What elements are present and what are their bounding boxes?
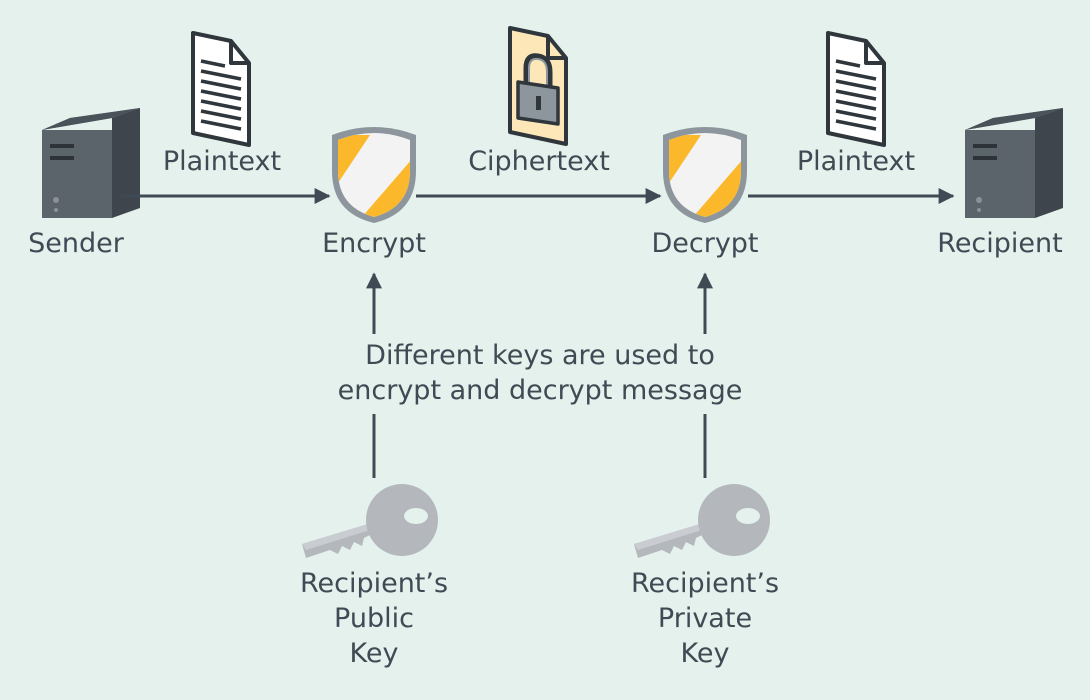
note-line-2: encrypt and decrypt message <box>337 375 743 406</box>
public-key-label-line-3: Key <box>349 638 399 669</box>
encrypt-shield-icon <box>332 127 416 223</box>
public-key-icon <box>302 484 438 558</box>
encrypt-label: Encrypt <box>322 228 426 259</box>
recipient-server-icon <box>965 108 1063 218</box>
private-key-label-line-3: Key <box>680 638 730 669</box>
sender-server-icon <box>42 108 140 218</box>
private-key-icon <box>634 484 770 558</box>
plaintext-out-label: Plaintext <box>796 146 916 177</box>
plaintext-document-icon <box>191 31 251 147</box>
plaintext-document-icon-out <box>826 31 886 147</box>
public-key-label-line-1: Recipient’s <box>299 568 449 599</box>
recipient-label: Recipient <box>937 228 1063 259</box>
private-key-label-line-1: Recipient’s <box>630 568 780 599</box>
ciphertext-label: Ciphertext <box>468 146 610 177</box>
decrypt-shield-icon <box>663 127 747 223</box>
public-key-label: Recipient’s Public Key <box>284 566 464 671</box>
plaintext-in-label: Plaintext <box>162 146 282 177</box>
locked-document-icon <box>508 26 568 146</box>
decrypt-label: Decrypt <box>651 228 759 259</box>
note-line-1: Different keys are used to <box>365 340 715 371</box>
different-keys-note: Different keys are used to encrypt and d… <box>320 338 760 408</box>
private-key-label-line-2: Private <box>657 603 753 634</box>
public-key-label-line-2: Public <box>334 603 414 634</box>
sender-label: Sender <box>28 228 124 259</box>
private-key-label: Recipient’s Private Key <box>615 566 795 671</box>
